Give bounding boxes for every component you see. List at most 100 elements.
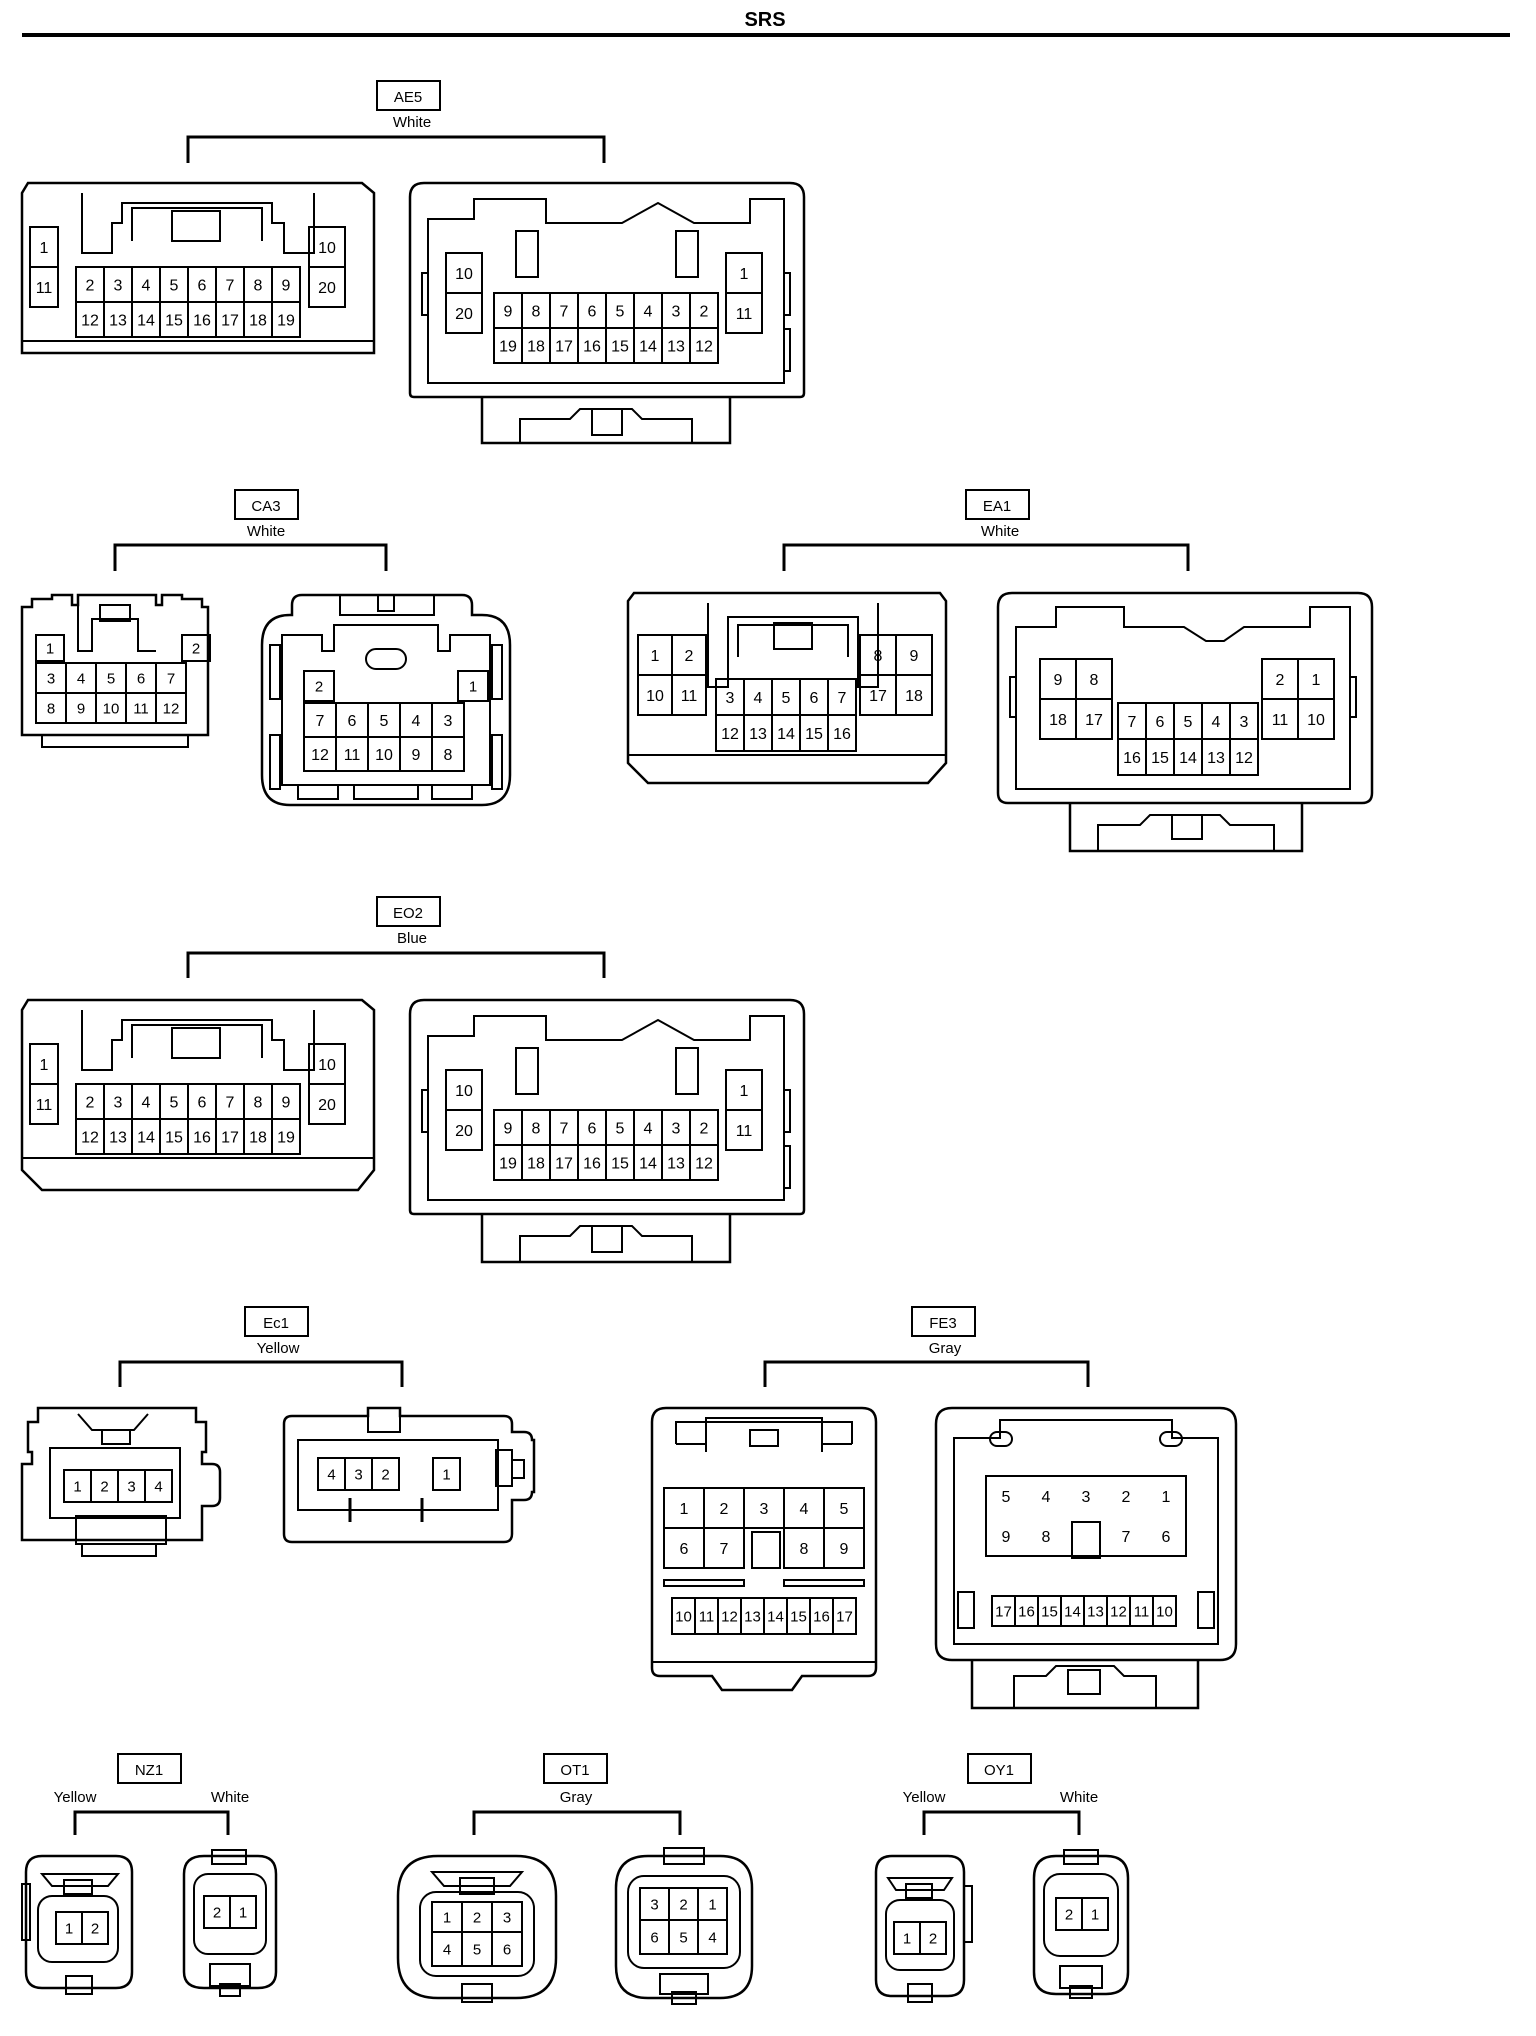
pin-number: 13: [1087, 1603, 1104, 1620]
pin-number: 14: [1179, 750, 1197, 767]
inner-frame: [885, 1899, 955, 1971]
pin-number: 14: [767, 1608, 784, 1625]
rib: [491, 644, 503, 700]
pin-number: 5: [782, 690, 791, 707]
pin-number: 4: [142, 277, 151, 294]
latch-inner: [705, 1417, 823, 1452]
latch: [39, 1873, 121, 1887]
pin-number: 20: [318, 280, 336, 297]
pin-cell: [431, 736, 465, 772]
pin-cell: [457, 670, 489, 702]
pin-number: 8: [444, 747, 453, 764]
pin-number: 2: [86, 1094, 95, 1111]
pin-number: 14: [639, 1155, 657, 1172]
pin-number: 5: [616, 1120, 625, 1137]
housing: [626, 591, 948, 785]
pin-number: 4: [800, 1501, 809, 1518]
bottom-lock: [519, 408, 693, 443]
rib: [675, 1047, 699, 1095]
latch: [81, 1010, 315, 1071]
pin-number: 1: [469, 678, 477, 695]
lock-tab: [773, 622, 813, 650]
pin-number: 18: [527, 1155, 545, 1172]
pin-number: 2: [679, 1896, 687, 1913]
pin-number: 3: [47, 670, 55, 687]
pin-number: 8: [532, 303, 541, 320]
pin-number: 12: [1110, 1603, 1127, 1620]
pin-number: 11: [36, 280, 53, 297]
pin-number: 15: [165, 312, 183, 329]
pin-cell: [271, 301, 301, 338]
pin-number: 11: [699, 1608, 715, 1625]
bottom-lock: [659, 1973, 709, 1995]
slot: [365, 648, 407, 670]
pin-number: 4: [1042, 1489, 1051, 1506]
pin-cell: [1081, 1897, 1109, 1931]
lock-tab: [171, 210, 221, 242]
code-box: [965, 489, 1030, 520]
pin-number: 10: [455, 266, 473, 283]
pin-cell: [229, 1895, 257, 1929]
cell-block-right: 10 20: [308, 1043, 346, 1125]
pin-number: 11: [1272, 712, 1289, 729]
lock-tab: [749, 1429, 779, 1447]
pin-number: 10: [318, 1057, 336, 1074]
pin-number: 17: [555, 338, 573, 355]
bottom-lock: [1059, 1965, 1103, 1989]
housing: [20, 998, 376, 1192]
code-box: [244, 1306, 309, 1337]
side-lock: [21, 1883, 31, 1941]
housing: [260, 593, 512, 807]
pin-number: 11: [1134, 1603, 1150, 1620]
wire-color: Gray: [929, 1340, 962, 1357]
top-tab: [663, 1847, 705, 1865]
pin-number: 18: [249, 312, 267, 329]
inner-frame: [419, 1891, 535, 1977]
pin-number: 2: [1276, 672, 1285, 689]
pin-number: 7: [226, 1094, 235, 1111]
pin-number: 5: [107, 670, 115, 687]
pin-number: 18: [249, 1129, 267, 1146]
pin-number: 15: [165, 1129, 183, 1146]
pin-cell: [303, 670, 335, 702]
pin-cell: [689, 1144, 719, 1181]
pin-number: 9: [840, 1541, 849, 1558]
connector-code: Ec1: [263, 1315, 289, 1332]
latch-inner: [737, 624, 849, 657]
pin-number: 1: [40, 240, 49, 257]
bottom-rib: [353, 784, 419, 800]
pin-number: 20: [318, 1097, 336, 1114]
top-tab: [211, 1849, 247, 1865]
bottom-rib: [81, 1543, 157, 1557]
pin-cell: [308, 1083, 346, 1125]
pin-number: 10: [646, 688, 664, 705]
pin-number: 1: [239, 1904, 247, 1921]
pin-number: 9: [282, 1094, 291, 1111]
pin-number: 7: [1128, 714, 1137, 731]
housing: [934, 1406, 1238, 1662]
side-slot: [1197, 1591, 1215, 1629]
bottom-tab: [970, 1660, 1200, 1710]
connector-code: OT1: [560, 1762, 589, 1779]
pin-cell: [689, 327, 719, 364]
pin-number: 3: [114, 277, 123, 294]
pin-number: 2: [192, 640, 200, 657]
pin-number: 9: [504, 1120, 513, 1137]
housing: [282, 1406, 536, 1544]
page-title: SRS: [744, 9, 785, 31]
top-tab: [1063, 1849, 1099, 1865]
pin-number: 4: [754, 690, 763, 707]
bracket: [763, 1360, 1090, 1387]
bracket: [782, 543, 1190, 571]
